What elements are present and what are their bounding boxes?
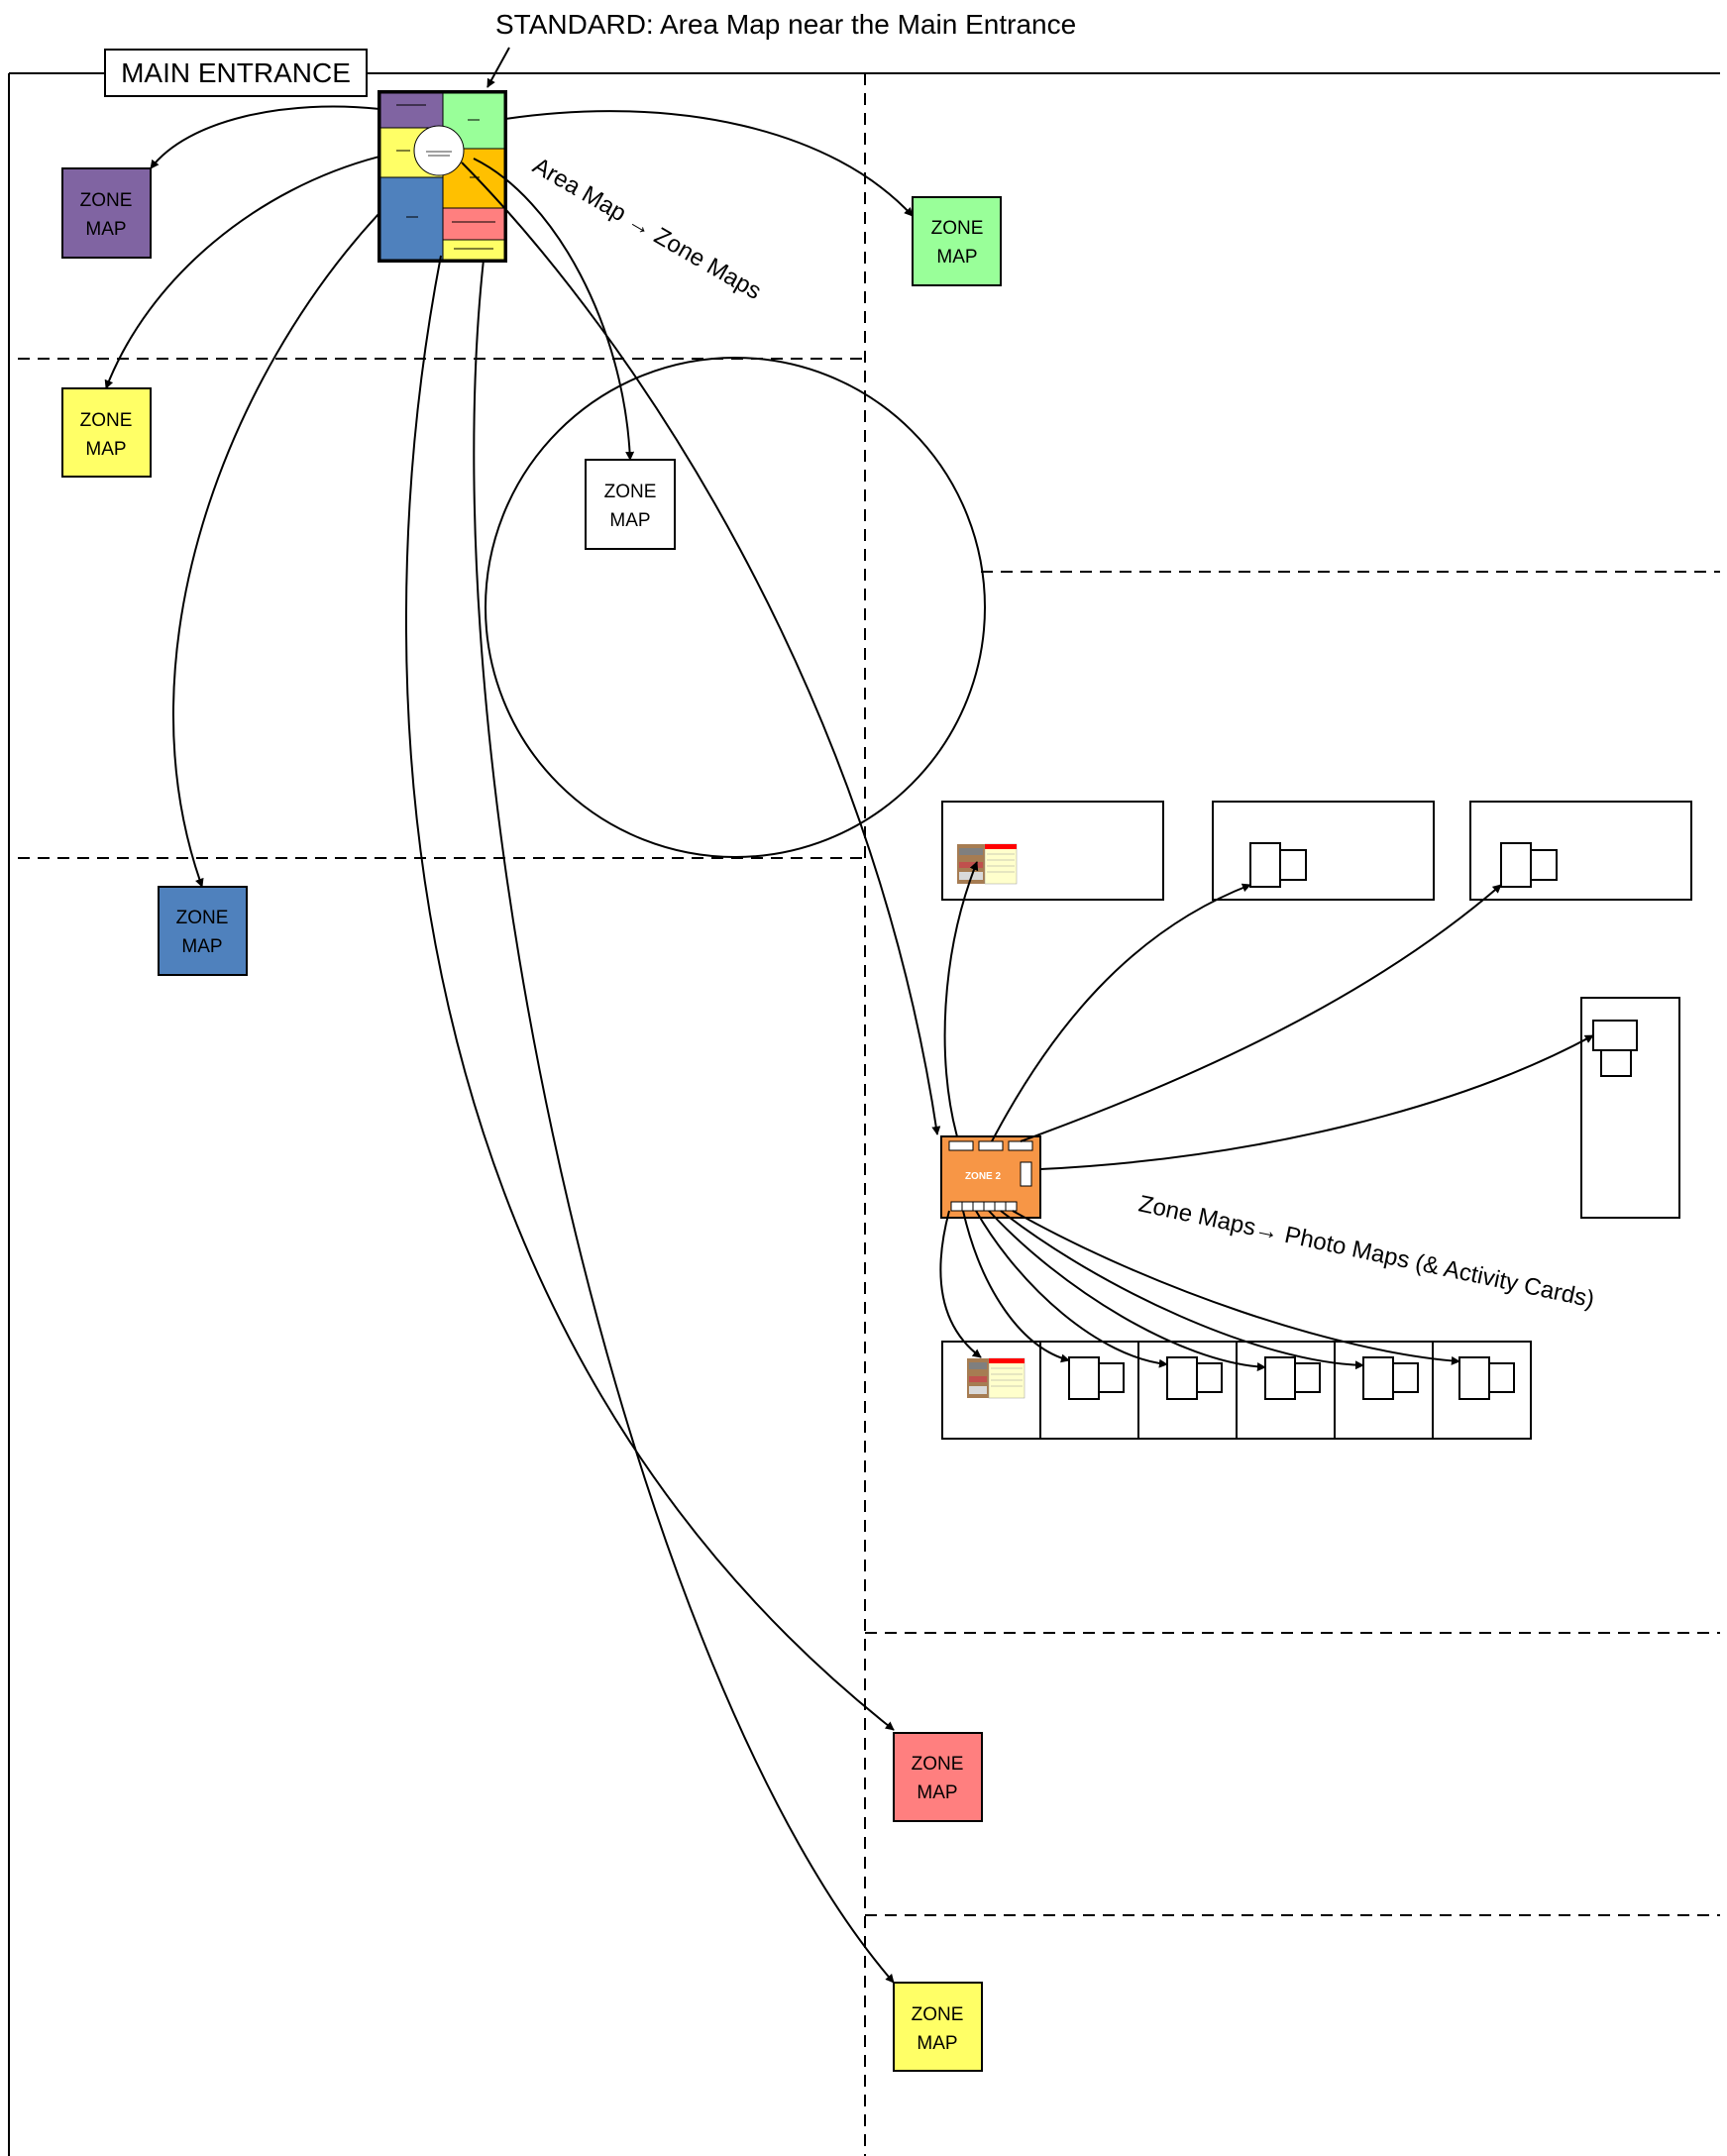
zone2-map[interactable]: ZONE 2 [940, 1135, 1041, 1219]
activity-card-icon [1600, 1049, 1632, 1077]
activity-card-icon [1592, 1020, 1638, 1051]
area-map-blue-zone [379, 176, 444, 261]
activity-card-icon [1264, 1356, 1296, 1400]
activity-card-icon [1068, 1356, 1100, 1400]
photo-map-row [941, 1341, 1532, 1440]
zone-map-white[interactable]: ZONE MAP [585, 459, 676, 550]
zone2-bottom-slot [994, 1201, 1007, 1212]
zone-map-label: ZONE [80, 410, 133, 431]
zone2-bottom-slot [961, 1201, 974, 1212]
zone2-station-slot [948, 1140, 974, 1151]
activity-card-icon [1458, 1356, 1490, 1400]
activity-card-icon [1098, 1362, 1125, 1393]
area-map[interactable] [378, 90, 507, 263]
standard-caption: STANDARD: Area Map near the Main Entranc… [495, 9, 1076, 40]
zone-map-label: MAP [609, 510, 650, 531]
activity-card-icon [1530, 849, 1558, 881]
zone-map-label: ZONE [912, 1754, 964, 1775]
zone-map-red[interactable]: ZONE MAP [893, 1732, 983, 1822]
zone-map-green[interactable]: ZONE MAP [912, 196, 1002, 286]
photo-map-frame-lower-4[interactable] [1236, 1341, 1336, 1440]
zone-map-label: MAP [85, 439, 126, 460]
zone-divider-lines [18, 73, 1720, 2156]
zone-map-label: MAP [917, 1782, 957, 1803]
zone-map-label: ZONE [176, 908, 229, 928]
area-map-center-circle [413, 125, 465, 176]
activity-card-icon [1500, 842, 1532, 888]
main-entrance-label: MAIN ENTRANCE [121, 57, 351, 88]
activity-card-icon [1488, 1362, 1515, 1393]
zone-map-purple[interactable]: ZONE MAP [61, 167, 152, 259]
area-to-zone-annotation: Area Map → Zone Maps [528, 153, 766, 305]
photo-map-frame-lower-5[interactable] [1334, 1341, 1434, 1440]
zone-map-label: ZONE [912, 2004, 964, 2025]
photo-map-frame-lower-2[interactable] [1039, 1341, 1139, 1440]
photo-map-frame-upper-1[interactable] [941, 801, 1164, 901]
area-to-zone-arrows [104, 105, 941, 1984]
zone-map-label: ZONE [604, 482, 657, 502]
activity-card-icon [1392, 1362, 1419, 1393]
zone2-bottom-slot [1005, 1201, 1018, 1212]
activity-card-icon [1362, 1356, 1394, 1400]
activity-card-icon [1249, 842, 1281, 888]
area-map-yellow-bottom-zone [442, 239, 505, 261]
zone2-bottom-slot [983, 1201, 996, 1212]
zone-map-yellow-lower[interactable]: ZONE MAP [893, 1982, 983, 2072]
photo-map-frame-lower-6[interactable] [1432, 1341, 1532, 1440]
photo-map-frame-side[interactable] [1580, 997, 1680, 1219]
photo-map-frame-lower-3[interactable] [1137, 1341, 1238, 1440]
activity-card-icon [1294, 1362, 1321, 1393]
zone-map-label: MAP [917, 2033, 957, 2054]
main-entrance-box: MAIN ENTRANCE [104, 49, 368, 97]
photo-map-frame-upper-3[interactable] [1469, 801, 1692, 901]
photo-map-frame-lower-1[interactable] [941, 1341, 1041, 1440]
zone2-bottom-slot [972, 1201, 985, 1212]
zone2-station-slot [1008, 1140, 1033, 1151]
photo-map-thumbnail [967, 1357, 1025, 1399]
zone-map-label: ZONE [80, 190, 133, 211]
photo-map-frame-upper-2[interactable] [1212, 801, 1435, 901]
zone2-station-slot [978, 1140, 1004, 1151]
zone2-label: ZONE 2 [965, 1171, 1002, 1182]
zone-map-label: MAP [936, 247, 977, 268]
zone2-side-slot [1020, 1161, 1032, 1187]
activity-card-icon [1279, 849, 1307, 881]
zone2-bottom-slot [950, 1201, 963, 1212]
activity-card-icon [1196, 1362, 1223, 1393]
zone-circle [485, 357, 986, 858]
floor-outline [8, 72, 1720, 2156]
photo-map-thumbnail [957, 843, 1018, 885]
activity-card-icon [1166, 1356, 1198, 1400]
zone-map-label: ZONE [931, 218, 984, 239]
zone-map-blue[interactable]: ZONE MAP [158, 886, 248, 976]
zone-map-label: MAP [85, 219, 126, 240]
area-map-red-zone [442, 207, 505, 241]
zone-map-label: MAP [181, 936, 222, 957]
zone-to-photo-arrows [939, 861, 1594, 1372]
zone-map-yellow-upper[interactable]: ZONE MAP [61, 387, 152, 478]
caption-pointer-arrow [486, 47, 510, 88]
area-map-purple-zone [379, 92, 444, 129]
zone-to-photo-annotation: Zone Maps→ Photo Maps (& Activity Cards) [1136, 1190, 1597, 1313]
